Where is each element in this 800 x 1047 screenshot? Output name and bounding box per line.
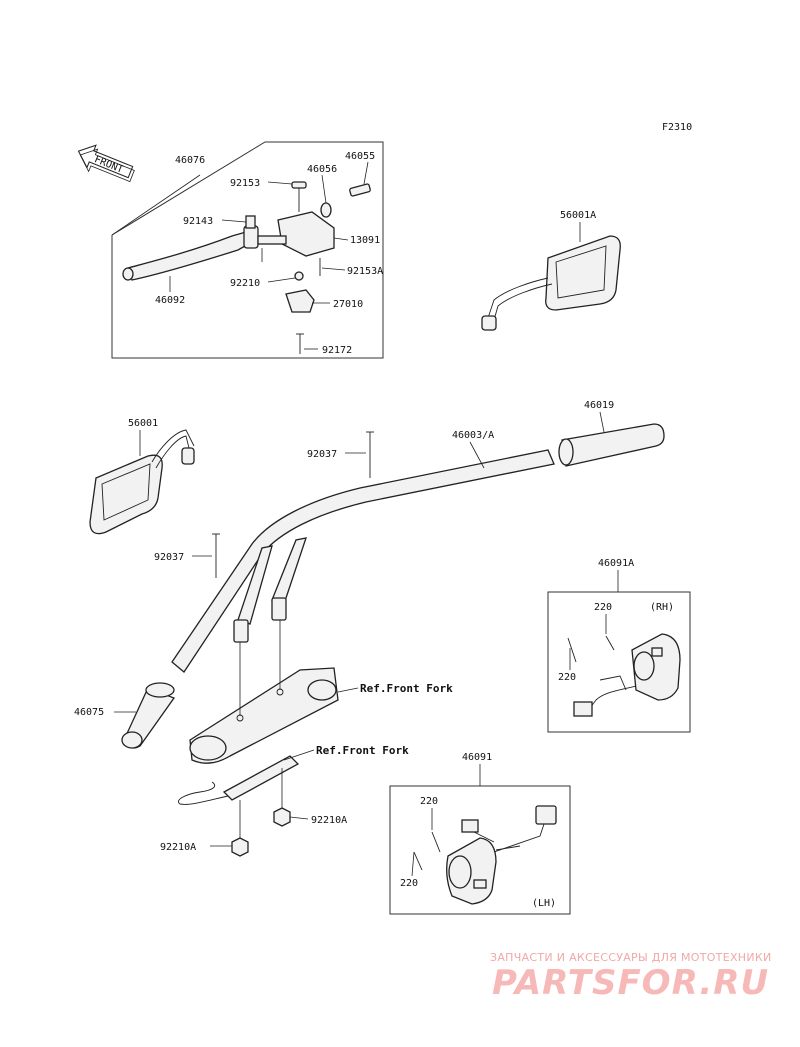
fork-top-bracket: Ref.Front Fork [189,620,453,764]
mirror-right: 56001A [481,210,621,331]
label-220-rh-top: 220 [594,602,612,613]
label-46055: 46055 [345,151,375,162]
grip-right: 46019 [558,400,665,467]
watermark: ЗАПЧАСТИ И АКСЕССУАРЫ ДЛЯ МОТОТЕХНИКИ PA… [490,951,772,1003]
label-46019: 46019 [584,400,614,411]
label-92037-upper: 92037 [307,449,337,460]
label-92210A-right: 92210A [311,815,347,826]
handlebar: 46003/A [171,430,555,673]
label-46056: 46056 [307,164,337,175]
lower-holder: Ref.Front Fork 92210A 92210A [160,744,409,857]
label-lh: (LH) [532,898,556,909]
label-92037-lower: 92037 [154,552,184,563]
cable-bands: 92037 92037 [154,431,374,578]
label-46003A: 46003/A [452,430,494,441]
label-92210A-left: 92210A [160,842,196,853]
label-92153A: 92153A [347,266,383,277]
label-46076: 46076 [175,155,205,166]
front-arrow-icon: FRONT [77,144,135,183]
label-92172: 92172 [322,345,352,356]
diagram-code: F2310 [662,122,692,133]
ref-front-fork-2: Ref.Front Fork [316,744,409,757]
label-rh: (RH) [650,602,674,613]
switch-assembly-right: 46091A 220 (RH) 220 [547,558,691,733]
label-46091A: 46091A [598,558,634,569]
clutch-lever-assembly: 46076 92153 46056 46055 92143 13091 9221… [111,141,384,359]
watermark-brand: PARTSFOR.RU [492,963,769,1003]
label-92143: 92143 [183,216,213,227]
label-56001A: 56001A [560,210,596,221]
label-220-lh-left: 220 [400,878,418,889]
switch-assembly-left: 46091 220 220 (LH) [389,752,571,915]
label-92153: 92153 [230,178,260,189]
label-46092: 46092 [155,295,185,306]
label-92210: 92210 [230,278,260,289]
ref-front-fork-1: Ref.Front Fork [360,682,453,695]
label-220-lh-top: 220 [420,796,438,807]
mirror-left: 56001 [89,418,195,535]
label-56001: 56001 [128,418,158,429]
watermark-tagline: ЗАПЧАСТИ И АКСЕССУАРЫ ДЛЯ МОТОТЕХНИКИ [490,951,772,964]
label-27010: 27010 [333,299,363,310]
label-13091: 13091 [350,235,380,246]
label-46091: 46091 [462,752,492,763]
grip-left: 46075 [74,682,176,749]
label-220-rh-left: 220 [558,672,576,683]
label-46075: 46075 [74,707,104,718]
